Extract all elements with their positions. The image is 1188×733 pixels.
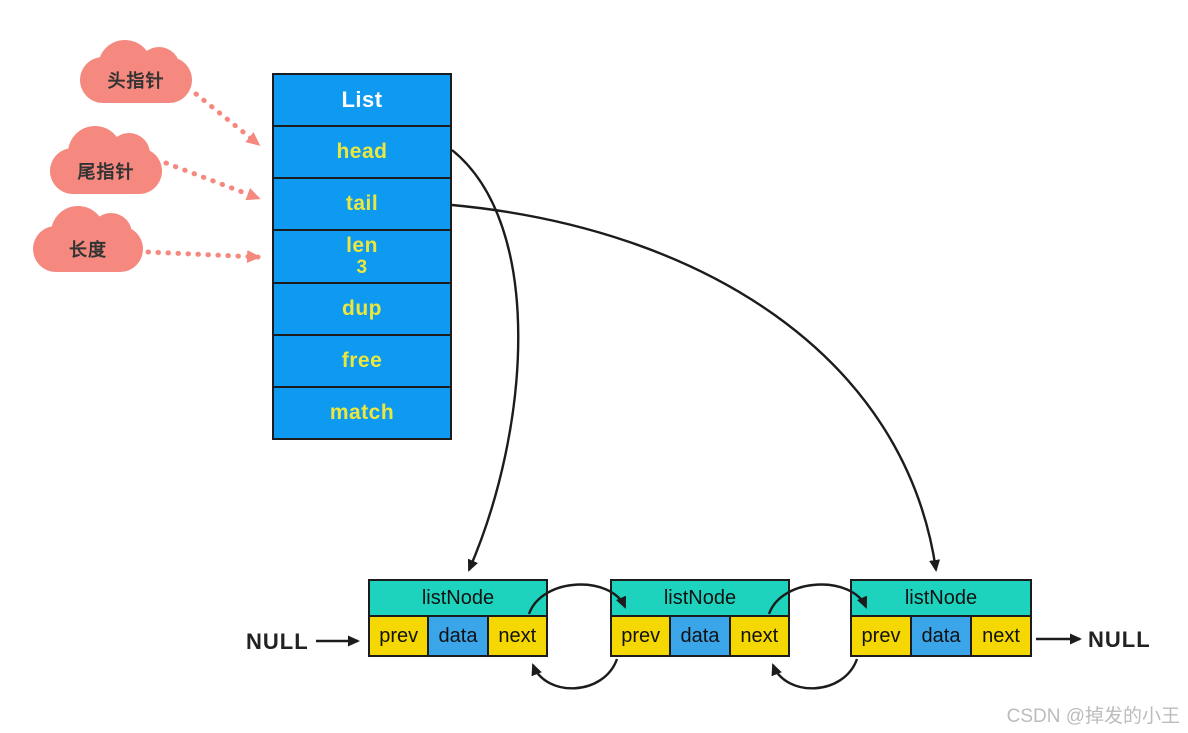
cloud-tail-pointer: 尾指针 bbox=[50, 126, 162, 194]
next-label: next bbox=[740, 624, 779, 647]
listnode-3-header: listNode bbox=[852, 581, 1030, 617]
listnode-2-cells: prev data next bbox=[612, 617, 788, 655]
prev-label: prev bbox=[379, 624, 419, 647]
listnode-1: listNode prev data next bbox=[368, 579, 548, 657]
data-label: data bbox=[921, 624, 961, 647]
list-field-match: match bbox=[274, 385, 450, 438]
list-struct-table: List head tail len 3 dup free match bbox=[272, 73, 452, 440]
head-pointer-dotted-arrow bbox=[193, 91, 261, 147]
field-name: dup bbox=[342, 296, 382, 320]
next-label: next bbox=[498, 624, 537, 647]
prev-label: prev bbox=[621, 624, 661, 647]
field-name: len bbox=[346, 234, 378, 258]
listnode-title: listNode bbox=[663, 586, 737, 609]
data-cell: data bbox=[910, 617, 972, 655]
listnode-1-cells: prev data next bbox=[370, 617, 546, 655]
tail-pointer-label: 尾指针 bbox=[77, 162, 135, 182]
length-dotted-arrow bbox=[145, 249, 261, 263]
tail-to-node3-arrow bbox=[451, 203, 941, 572]
data-cell: data bbox=[669, 617, 731, 655]
prev-cell: prev bbox=[612, 617, 670, 655]
list-title: List bbox=[341, 87, 383, 113]
cloud-body: 头指针 bbox=[80, 57, 192, 103]
list-field-head: head bbox=[274, 125, 450, 177]
cloud-body: 长度 bbox=[33, 226, 143, 272]
null-left-label: NULL bbox=[246, 629, 309, 654]
len-value: 3 bbox=[356, 257, 368, 279]
null-right-label: NULL bbox=[1088, 627, 1151, 652]
listnode-2: listNode prev data next bbox=[610, 579, 790, 657]
listnode-title: listNode bbox=[904, 586, 978, 609]
next-cell: next bbox=[488, 617, 546, 655]
listnode-3-cells: prev data next bbox=[852, 617, 1030, 655]
next-label: next bbox=[982, 624, 1020, 647]
field-name: free bbox=[341, 348, 383, 372]
prev-cell: prev bbox=[852, 617, 910, 655]
listnode-2-header: listNode bbox=[612, 581, 788, 617]
list-title-row: List bbox=[274, 75, 450, 125]
tail-pointer-dotted-arrow bbox=[163, 160, 261, 201]
head-to-node1-arrow bbox=[451, 149, 520, 572]
list-field-dup: dup bbox=[274, 281, 450, 334]
length-label: 长度 bbox=[69, 240, 107, 260]
cloud-length: 长度 bbox=[33, 206, 143, 272]
list-field-tail: tail bbox=[274, 177, 450, 229]
data-cell: data bbox=[427, 617, 489, 655]
listnode-3: listNode prev data next bbox=[850, 579, 1032, 657]
listnode-title: listNode bbox=[421, 586, 495, 609]
field-name: match bbox=[329, 400, 395, 424]
node2-prev-arrow bbox=[531, 658, 619, 690]
next-cell: next bbox=[730, 617, 788, 655]
prev-label: prev bbox=[861, 624, 901, 647]
cloud-body: 尾指针 bbox=[50, 148, 162, 194]
field-name: tail bbox=[345, 192, 379, 216]
node3-prev-arrow bbox=[771, 658, 859, 690]
next-cell: next bbox=[972, 617, 1030, 655]
data-label: data bbox=[680, 624, 720, 647]
watermark: CSDN @掉发的小王 bbox=[1006, 706, 1180, 727]
head-pointer-label: 头指针 bbox=[107, 71, 165, 91]
list-field-len: len 3 bbox=[274, 229, 450, 281]
prev-cell: prev bbox=[370, 617, 428, 655]
cloud-head-pointer: 头指针 bbox=[80, 40, 192, 103]
list-field-free: free bbox=[274, 333, 450, 386]
data-label: data bbox=[438, 624, 478, 647]
listnode-1-header: listNode bbox=[370, 581, 546, 617]
field-name: head bbox=[336, 140, 388, 164]
